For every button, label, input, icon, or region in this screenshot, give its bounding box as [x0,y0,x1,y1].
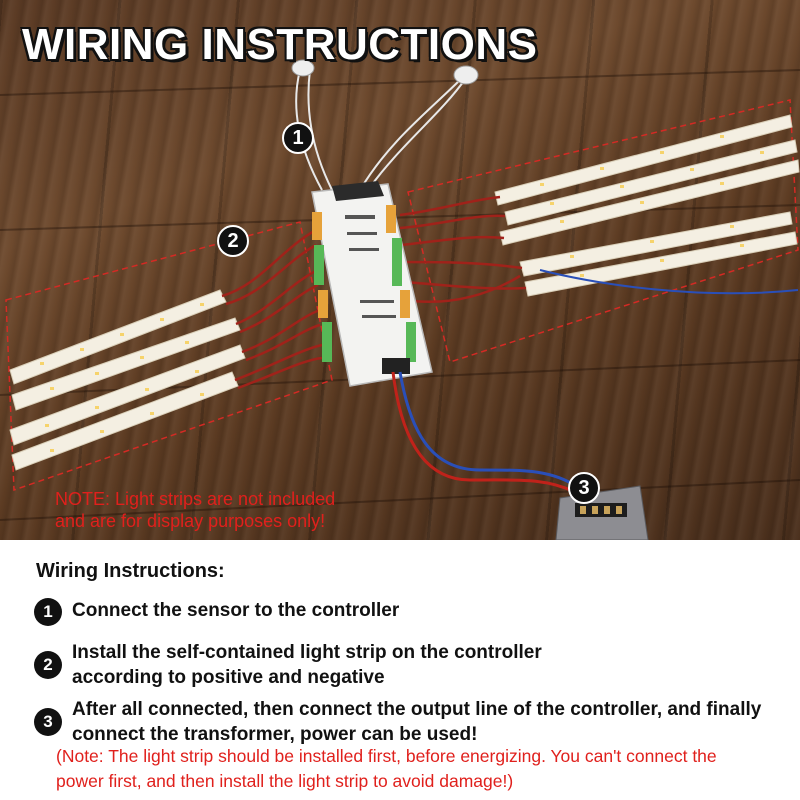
wiring-photo: WIRING INSTRUCTIONS 1 2 3 NOTE: Light st… [0,0,800,540]
strip-wire-bundles [221,195,527,390]
callout-2-strip-badge: 2 [217,225,249,257]
wiring-scene-illustration [0,59,800,540]
power-wire-red [391,371,576,494]
instruction-step-1: 1 Connect the sensor to the controller [34,598,399,626]
image-title: WIRING INSTRUCTIONS [21,19,538,70]
photo-disclaimer-note: NOTE: Light strips are not included and … [55,488,395,532]
instruction-step-2: 2 Install the self-contained light strip… [34,640,554,690]
sensor-left [291,59,315,77]
photo-note-line-2: and are for display purposes only! [55,511,326,531]
controller-unit [311,181,433,387]
step-3-text: After all connected, then connect the ou… [72,699,762,745]
led-strips-left [9,289,246,471]
sensor-right [453,65,479,85]
left-strip-area-box [5,221,333,492]
right-strip-area-box [407,99,799,363]
led-strips-right [494,114,800,297]
step-3-number-badge: 3 [34,708,62,736]
step-1-number-badge: 1 [34,598,62,626]
callout-1-sensor-badge: 1 [282,122,314,154]
sensor-wires [295,69,467,191]
step-2-number-badge: 2 [34,651,62,679]
power-wire-blue [398,371,581,490]
instruction-step-3: 3 After all connected, then connect the … [34,697,774,747]
photo-note-line-1: NOTE: Light strips are not included [55,489,336,509]
strip-blue-wire [539,269,799,295]
step-2-text: Install the self-contained light strip o… [72,642,542,688]
instructions-heading: Wiring Instructions: [36,560,225,582]
callout-3-transformer-badge: 3 [568,472,600,504]
instructions-panel: Wiring Instructions: 1 Connect the senso… [0,540,800,800]
safety-note: (Note: The light strip should be install… [56,746,717,791]
step-1-text: Connect the sensor to the controller [72,600,400,621]
